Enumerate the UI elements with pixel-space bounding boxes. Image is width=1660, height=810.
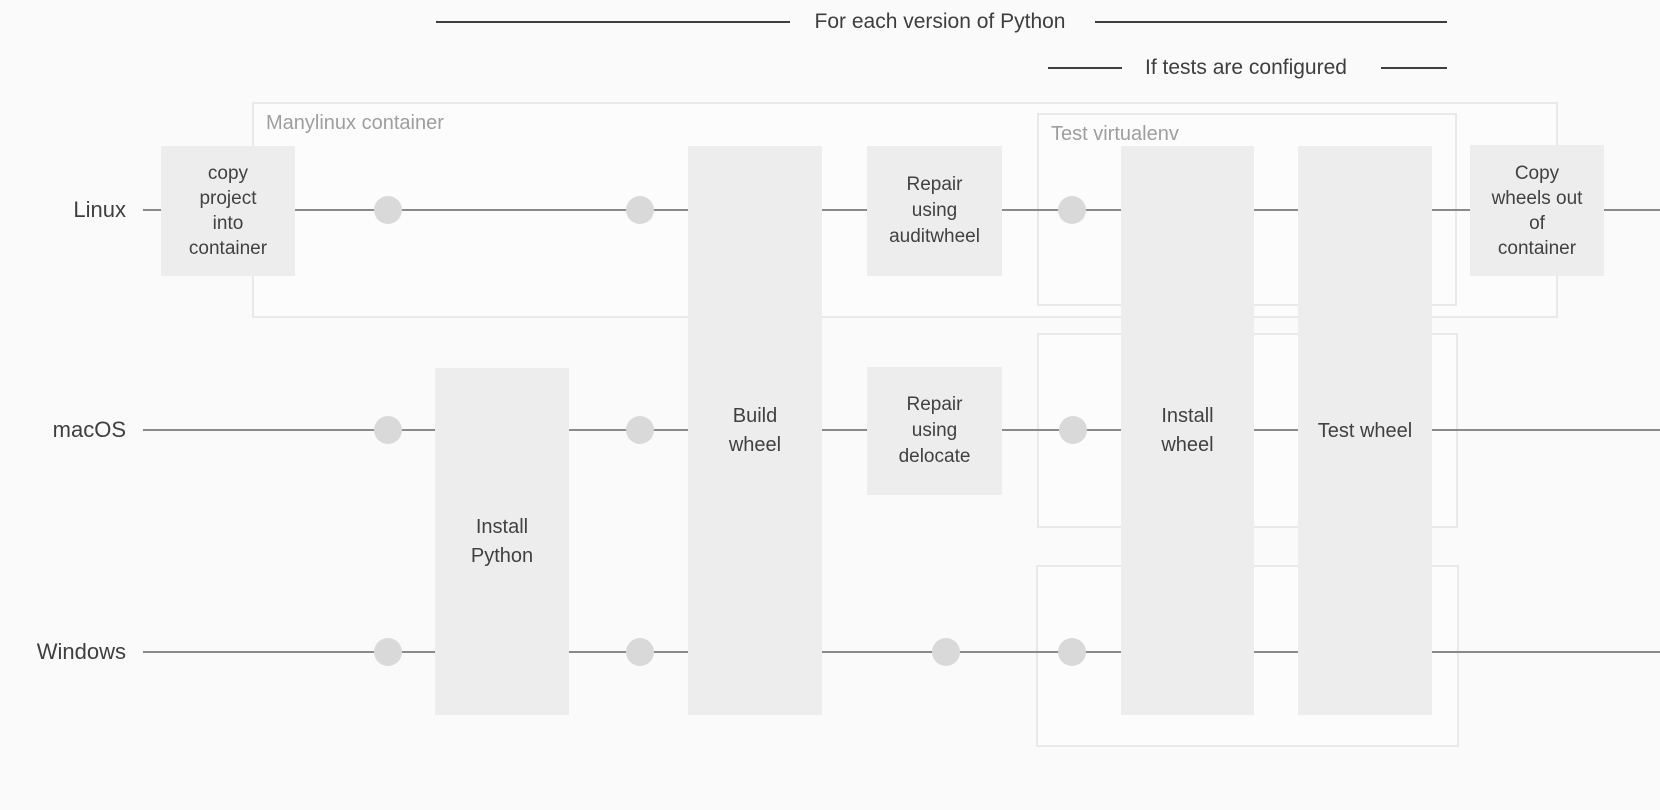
if-tests-bracket-label: If tests are configured bbox=[1145, 56, 1347, 79]
step-dot bbox=[626, 196, 654, 224]
step-dot bbox=[626, 638, 654, 666]
install-python-step: Install Python bbox=[435, 368, 569, 715]
step-dot bbox=[1058, 196, 1086, 224]
lane-label-macos: macOS bbox=[52, 417, 126, 442]
copy-project-into-container-step: copy project into container bbox=[161, 146, 295, 276]
manylinux-container-label: Manylinux container bbox=[266, 112, 444, 134]
test-wheel-step: Test wheel bbox=[1298, 146, 1432, 715]
copy-wheels-out-of-container-step: Copy wheels out of container bbox=[1470, 145, 1604, 276]
repair-using-auditwheel-step: Repair using auditwheel bbox=[867, 146, 1002, 276]
for-each-python-bracket-label: For each version of Python bbox=[814, 10, 1066, 33]
step-dot bbox=[374, 416, 402, 444]
step-dot bbox=[1059, 416, 1087, 444]
step-dot bbox=[626, 416, 654, 444]
for-each-python-bracket-left-line bbox=[436, 21, 790, 23]
step-dot bbox=[1058, 638, 1086, 666]
step-dot bbox=[932, 638, 960, 666]
install-wheel-step: Install wheel bbox=[1121, 146, 1254, 715]
step-dot bbox=[374, 196, 402, 224]
repair-using-delocate-step: Repair using delocate bbox=[867, 367, 1002, 495]
lane-label-windows: Windows bbox=[36, 639, 126, 664]
lane-label-linux: Linux bbox=[73, 197, 126, 222]
for-each-python-bracket-right-line bbox=[1095, 21, 1447, 23]
step-dot bbox=[374, 638, 402, 666]
if-tests-bracket-left-line bbox=[1048, 67, 1122, 69]
build-wheel-step: Build wheel bbox=[688, 146, 822, 715]
if-tests-bracket-right-line bbox=[1381, 67, 1447, 69]
windows-lane-line bbox=[143, 651, 1660, 653]
test-virtualenv-label: Test virtualenv bbox=[1051, 123, 1179, 145]
